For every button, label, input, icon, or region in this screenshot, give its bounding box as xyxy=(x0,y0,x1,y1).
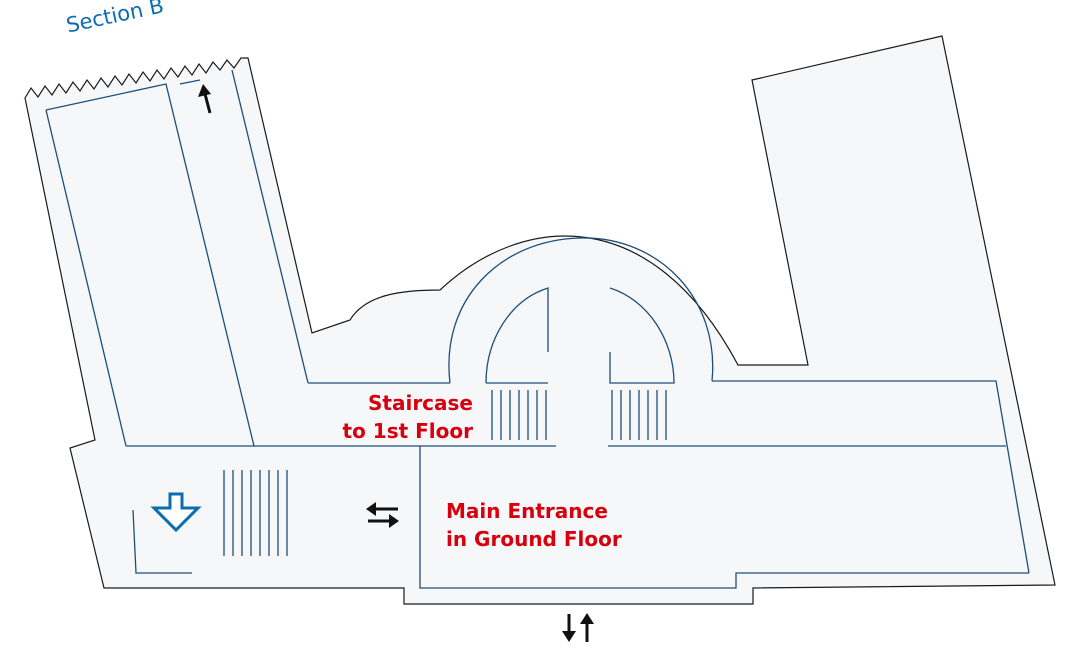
building-outline xyxy=(24,35,1056,605)
left-wing-wall-2 xyxy=(45,109,127,447)
left-wing-wall xyxy=(45,83,255,447)
staircase-left xyxy=(491,390,547,440)
rotunda-right-stair-wall xyxy=(609,287,675,384)
corridor-right-wall xyxy=(988,380,1030,574)
staircase-right xyxy=(611,390,667,440)
rotunda-outer-wall xyxy=(448,237,714,384)
staircase-label-line-2: to 1st Floor xyxy=(342,419,473,443)
entrance-label-line-1: Main Entrance xyxy=(446,499,608,523)
arrows-left-right-icon xyxy=(366,502,399,528)
staircase-lower-left xyxy=(223,470,288,556)
down-arrow-icon xyxy=(150,492,202,533)
staircase-label: Staircase to 1st Floor xyxy=(343,389,473,445)
arrows-up-down-icon xyxy=(562,613,594,642)
corridor-top-wall xyxy=(308,380,988,384)
left-wing-outer-wall xyxy=(179,69,309,384)
entrance-label: Main Entrance in Ground Floor xyxy=(446,497,622,553)
staircase-label-line-1: Staircase xyxy=(368,391,473,415)
rotunda-left-stair-wall xyxy=(485,287,549,384)
lower-left-room-wall xyxy=(132,509,192,574)
arrow-up-icon xyxy=(198,84,212,114)
entrance-label-line-2: in Ground Floor xyxy=(446,527,622,551)
entrance-hall-wall xyxy=(419,446,1029,589)
